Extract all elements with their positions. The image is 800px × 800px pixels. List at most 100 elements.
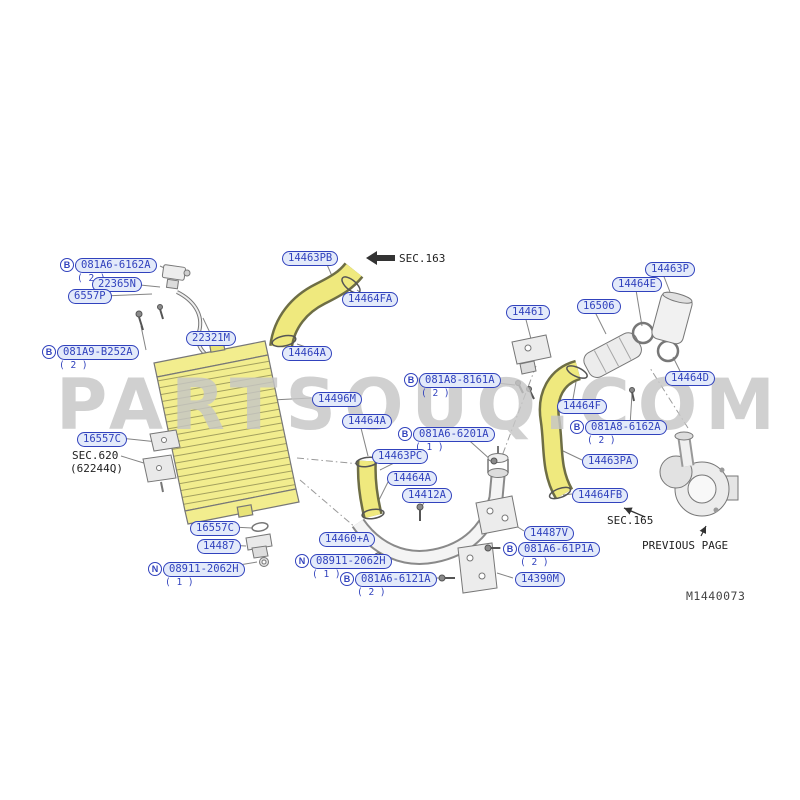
- bracket-14487v: [475, 495, 519, 535]
- note-previous-page: PREVIOUS PAGE: [642, 539, 729, 552]
- part-number-14464FA[interactable]: 14464FA: [342, 292, 399, 307]
- part-number-14464A[interactable]: 14464A: [387, 471, 437, 486]
- note-sec-163: SEC.163: [399, 252, 446, 265]
- part-number-14496M[interactable]: 14496M: [312, 392, 362, 407]
- part-label: 14390M: [515, 572, 565, 587]
- part-label: 14464FB: [572, 488, 629, 503]
- part-label: 22321M: [186, 331, 236, 346]
- part-number-14412A[interactable]: 14412A: [402, 488, 452, 503]
- part-number-081A6-6201A[interactable]: 081A6-6201A: [413, 427, 495, 442]
- prefix-b-badge: B: [60, 258, 74, 273]
- part-label: 16557C: [190, 521, 240, 536]
- prefix-n-badge: N: [148, 562, 162, 577]
- part-number-14464F[interactable]: 14464F: [557, 399, 607, 414]
- part-label: 16506: [577, 299, 621, 314]
- part-number-081A8-6162A[interactable]: 081A8-6162A: [585, 420, 667, 435]
- part-number-14464D[interactable]: 14464D: [665, 371, 715, 386]
- sensor-assembly: [161, 264, 191, 290]
- part-label: 14464F: [557, 399, 607, 414]
- sensor-tube: [176, 290, 215, 362]
- part-number-14463PB[interactable]: 14463PB: [282, 251, 339, 266]
- intercooler: [153, 339, 300, 525]
- clamp-14464e: [631, 321, 655, 345]
- part-number-14463PC[interactable]: 14463PC: [372, 449, 429, 464]
- part-label: 14463PC: [372, 449, 429, 464]
- part-qty: ( 2 ): [421, 387, 450, 399]
- part-qty: ( 2 ): [59, 359, 88, 371]
- part-label: 14487V: [524, 526, 574, 541]
- previous-page-arrow: [699, 525, 707, 537]
- part-number-6557P[interactable]: 6557P: [68, 289, 112, 304]
- intercooler-bracket-lower: [142, 454, 177, 493]
- part-number-14460+A[interactable]: 14460+A: [319, 532, 376, 547]
- drawing-number: M1440073: [686, 589, 746, 603]
- prefix-b-badge: B: [340, 572, 354, 587]
- bracket-14461: [511, 334, 552, 375]
- part-number-081A9-B252A[interactable]: 081A9-B252A: [57, 345, 139, 360]
- part-number-081A6-6121A[interactable]: 081A6-6121A: [355, 572, 437, 587]
- part-number-14464FB[interactable]: 14464FB: [572, 488, 629, 503]
- part-number-14463P[interactable]: 14463P: [645, 262, 695, 277]
- part-label: 14461: [506, 305, 550, 320]
- part-qty: ( 2 ): [357, 586, 386, 598]
- part-label: 14412A: [402, 488, 452, 503]
- part-number-08911-2062H[interactable]: 08911-2062H: [163, 562, 245, 577]
- part-number-14464E[interactable]: 14464E: [612, 277, 662, 292]
- part-number-081A8-8161A[interactable]: 081A8-8161A: [419, 373, 501, 388]
- part-number-16506[interactable]: 16506: [577, 299, 621, 314]
- part-label: 14487: [197, 539, 241, 554]
- part-qty: ( 1 ): [415, 441, 444, 453]
- air-duct-16506: [583, 332, 642, 378]
- part-qty: ( 1 ): [312, 568, 341, 580]
- bracket-14390m: [457, 542, 498, 594]
- part-number-14463PA[interactable]: 14463PA: [582, 454, 639, 469]
- right-hose: [541, 362, 581, 499]
- hose-14463p: [651, 291, 693, 345]
- part-number-081A6-61P1A[interactable]: 081A6-61P1A: [518, 542, 600, 557]
- part-number-14461[interactable]: 14461: [506, 305, 550, 320]
- part-qty: ( 2 ): [520, 556, 549, 568]
- part-label: 14463PB: [282, 251, 339, 266]
- part-number-14464A[interactable]: 14464A: [342, 414, 392, 429]
- sec165-arrow: [623, 507, 646, 518]
- clamp-14464fb: [548, 486, 572, 500]
- part-label: 6557P: [68, 289, 112, 304]
- prefix-n-badge: N: [295, 554, 309, 569]
- part-number-14390M[interactable]: 14390M: [515, 572, 565, 587]
- intercooler-bracket-upper: [149, 429, 181, 452]
- clamp-14464f: [566, 365, 588, 379]
- part-number-22365N[interactable]: 22365N: [92, 277, 142, 292]
- middle-hose: [359, 460, 381, 518]
- part-label: 14463P: [645, 262, 695, 277]
- clamp-14464a-low: [361, 508, 385, 520]
- part-label: 14460+A: [319, 532, 376, 547]
- part-number-08911-2062H[interactable]: 08911-2062H: [310, 554, 392, 569]
- part-number-16557C[interactable]: 16557C: [190, 521, 240, 536]
- part-number-14487V[interactable]: 14487V: [524, 526, 574, 541]
- upper-hose: [271, 263, 362, 349]
- part-qty: ( 1 ): [165, 576, 194, 588]
- part-label: 16557C: [77, 432, 127, 447]
- bolt-icons-topleft: [135, 304, 164, 331]
- part-qty: ( 2 ): [587, 434, 616, 446]
- note-sec-165: SEC.165: [607, 514, 654, 527]
- part-number-16557C[interactable]: 16557C: [77, 432, 127, 447]
- turbocharger: [659, 431, 739, 517]
- note--62244q-: (62244Q): [70, 462, 123, 475]
- part-number-14464A[interactable]: 14464A: [282, 346, 332, 361]
- prefix-b-badge: B: [404, 373, 418, 388]
- part-number-081A6-6162A[interactable]: 081A6-6162A: [75, 258, 157, 273]
- construction-lines: [296, 365, 689, 529]
- part-qty: ( 2 ): [77, 272, 106, 284]
- bracket-14487: [245, 533, 273, 559]
- part-number-22321M[interactable]: 22321M: [186, 331, 236, 346]
- part-number-14487[interactable]: 14487: [197, 539, 241, 554]
